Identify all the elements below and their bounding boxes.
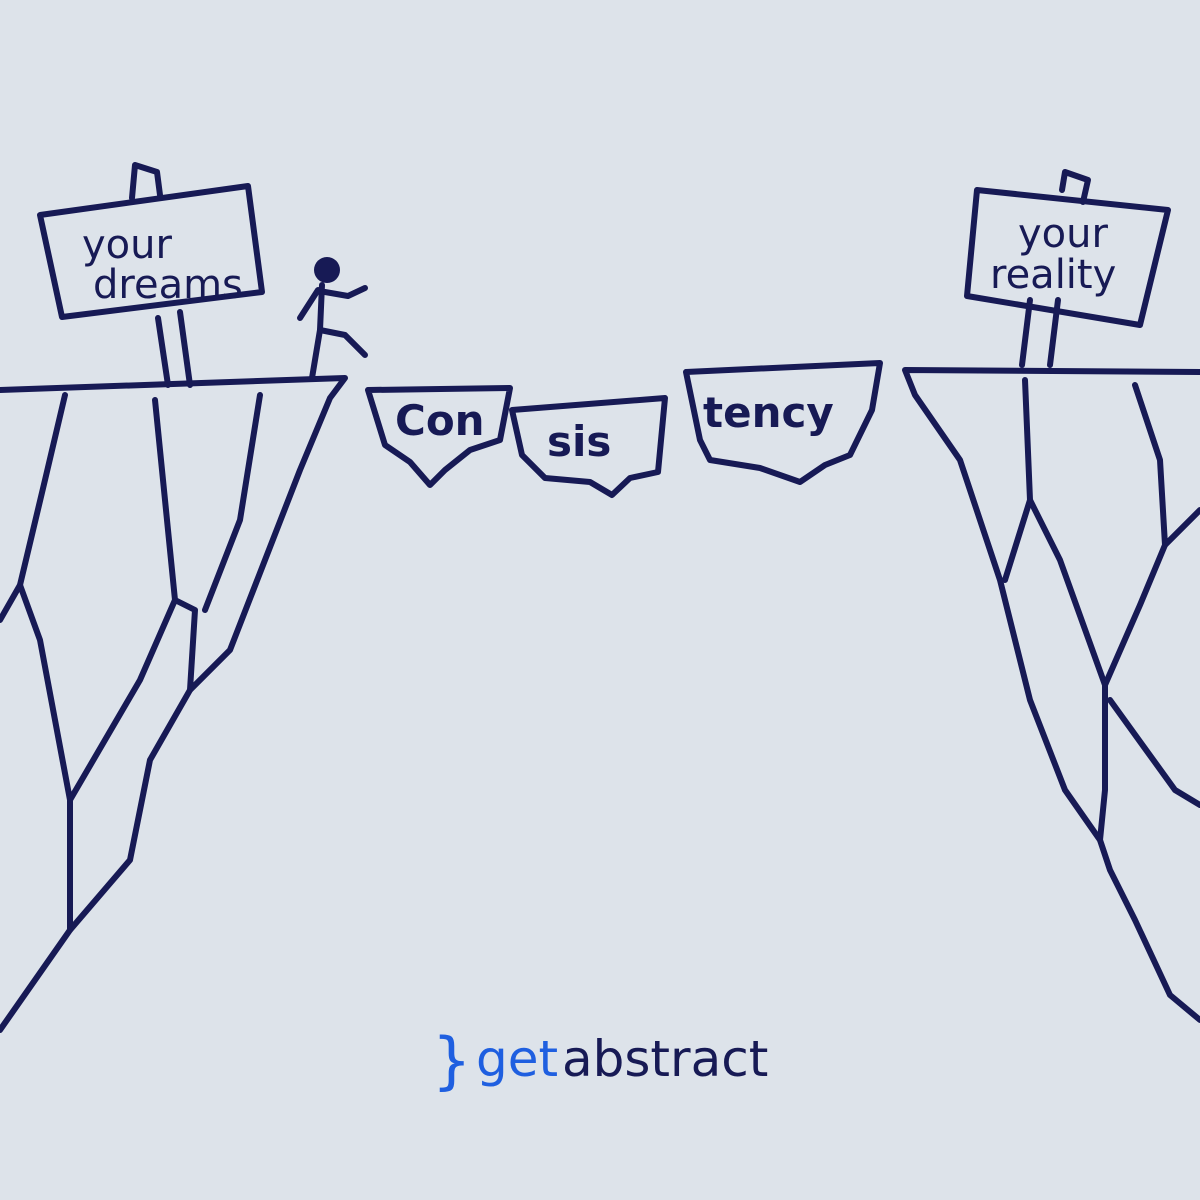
- stick-figure: [297, 257, 368, 381]
- sign-your-dreams: your dreams: [37, 162, 265, 388]
- getabstract-logo: } get abstract: [432, 1024, 768, 1097]
- stone-tency-text: tency: [703, 388, 834, 437]
- stone-tency: tency: [683, 360, 883, 485]
- figure-head: [314, 257, 340, 283]
- right-sign-board: [964, 187, 1171, 328]
- stone-sis: sis: [509, 395, 668, 498]
- left-sign-board: [37, 183, 265, 320]
- logo-get-text: get: [476, 1030, 558, 1088]
- logo-abstract-text: abstract: [562, 1030, 768, 1088]
- left-signpost-top: [129, 162, 163, 201]
- figure-leg: [317, 327, 368, 358]
- right-sign-line2: reality: [990, 252, 1116, 298]
- stone-sis-text: sis: [547, 417, 611, 466]
- left-cliff: [0, 375, 348, 1033]
- stone-con: Con: [365, 385, 513, 488]
- right-cliff: [902, 367, 1200, 1023]
- right-signpost-top: [1059, 169, 1091, 205]
- left-sign-line2: dreams: [93, 262, 243, 308]
- stone-con-text: Con: [395, 396, 485, 445]
- figure-arms: [297, 285, 368, 321]
- sign-your-reality: your reality: [964, 169, 1171, 368]
- left-signpost: [155, 309, 193, 388]
- left-sign-line1: your: [82, 222, 172, 268]
- right-sign-line1: your: [1018, 211, 1108, 257]
- logo-brace-icon: }: [432, 1024, 471, 1097]
